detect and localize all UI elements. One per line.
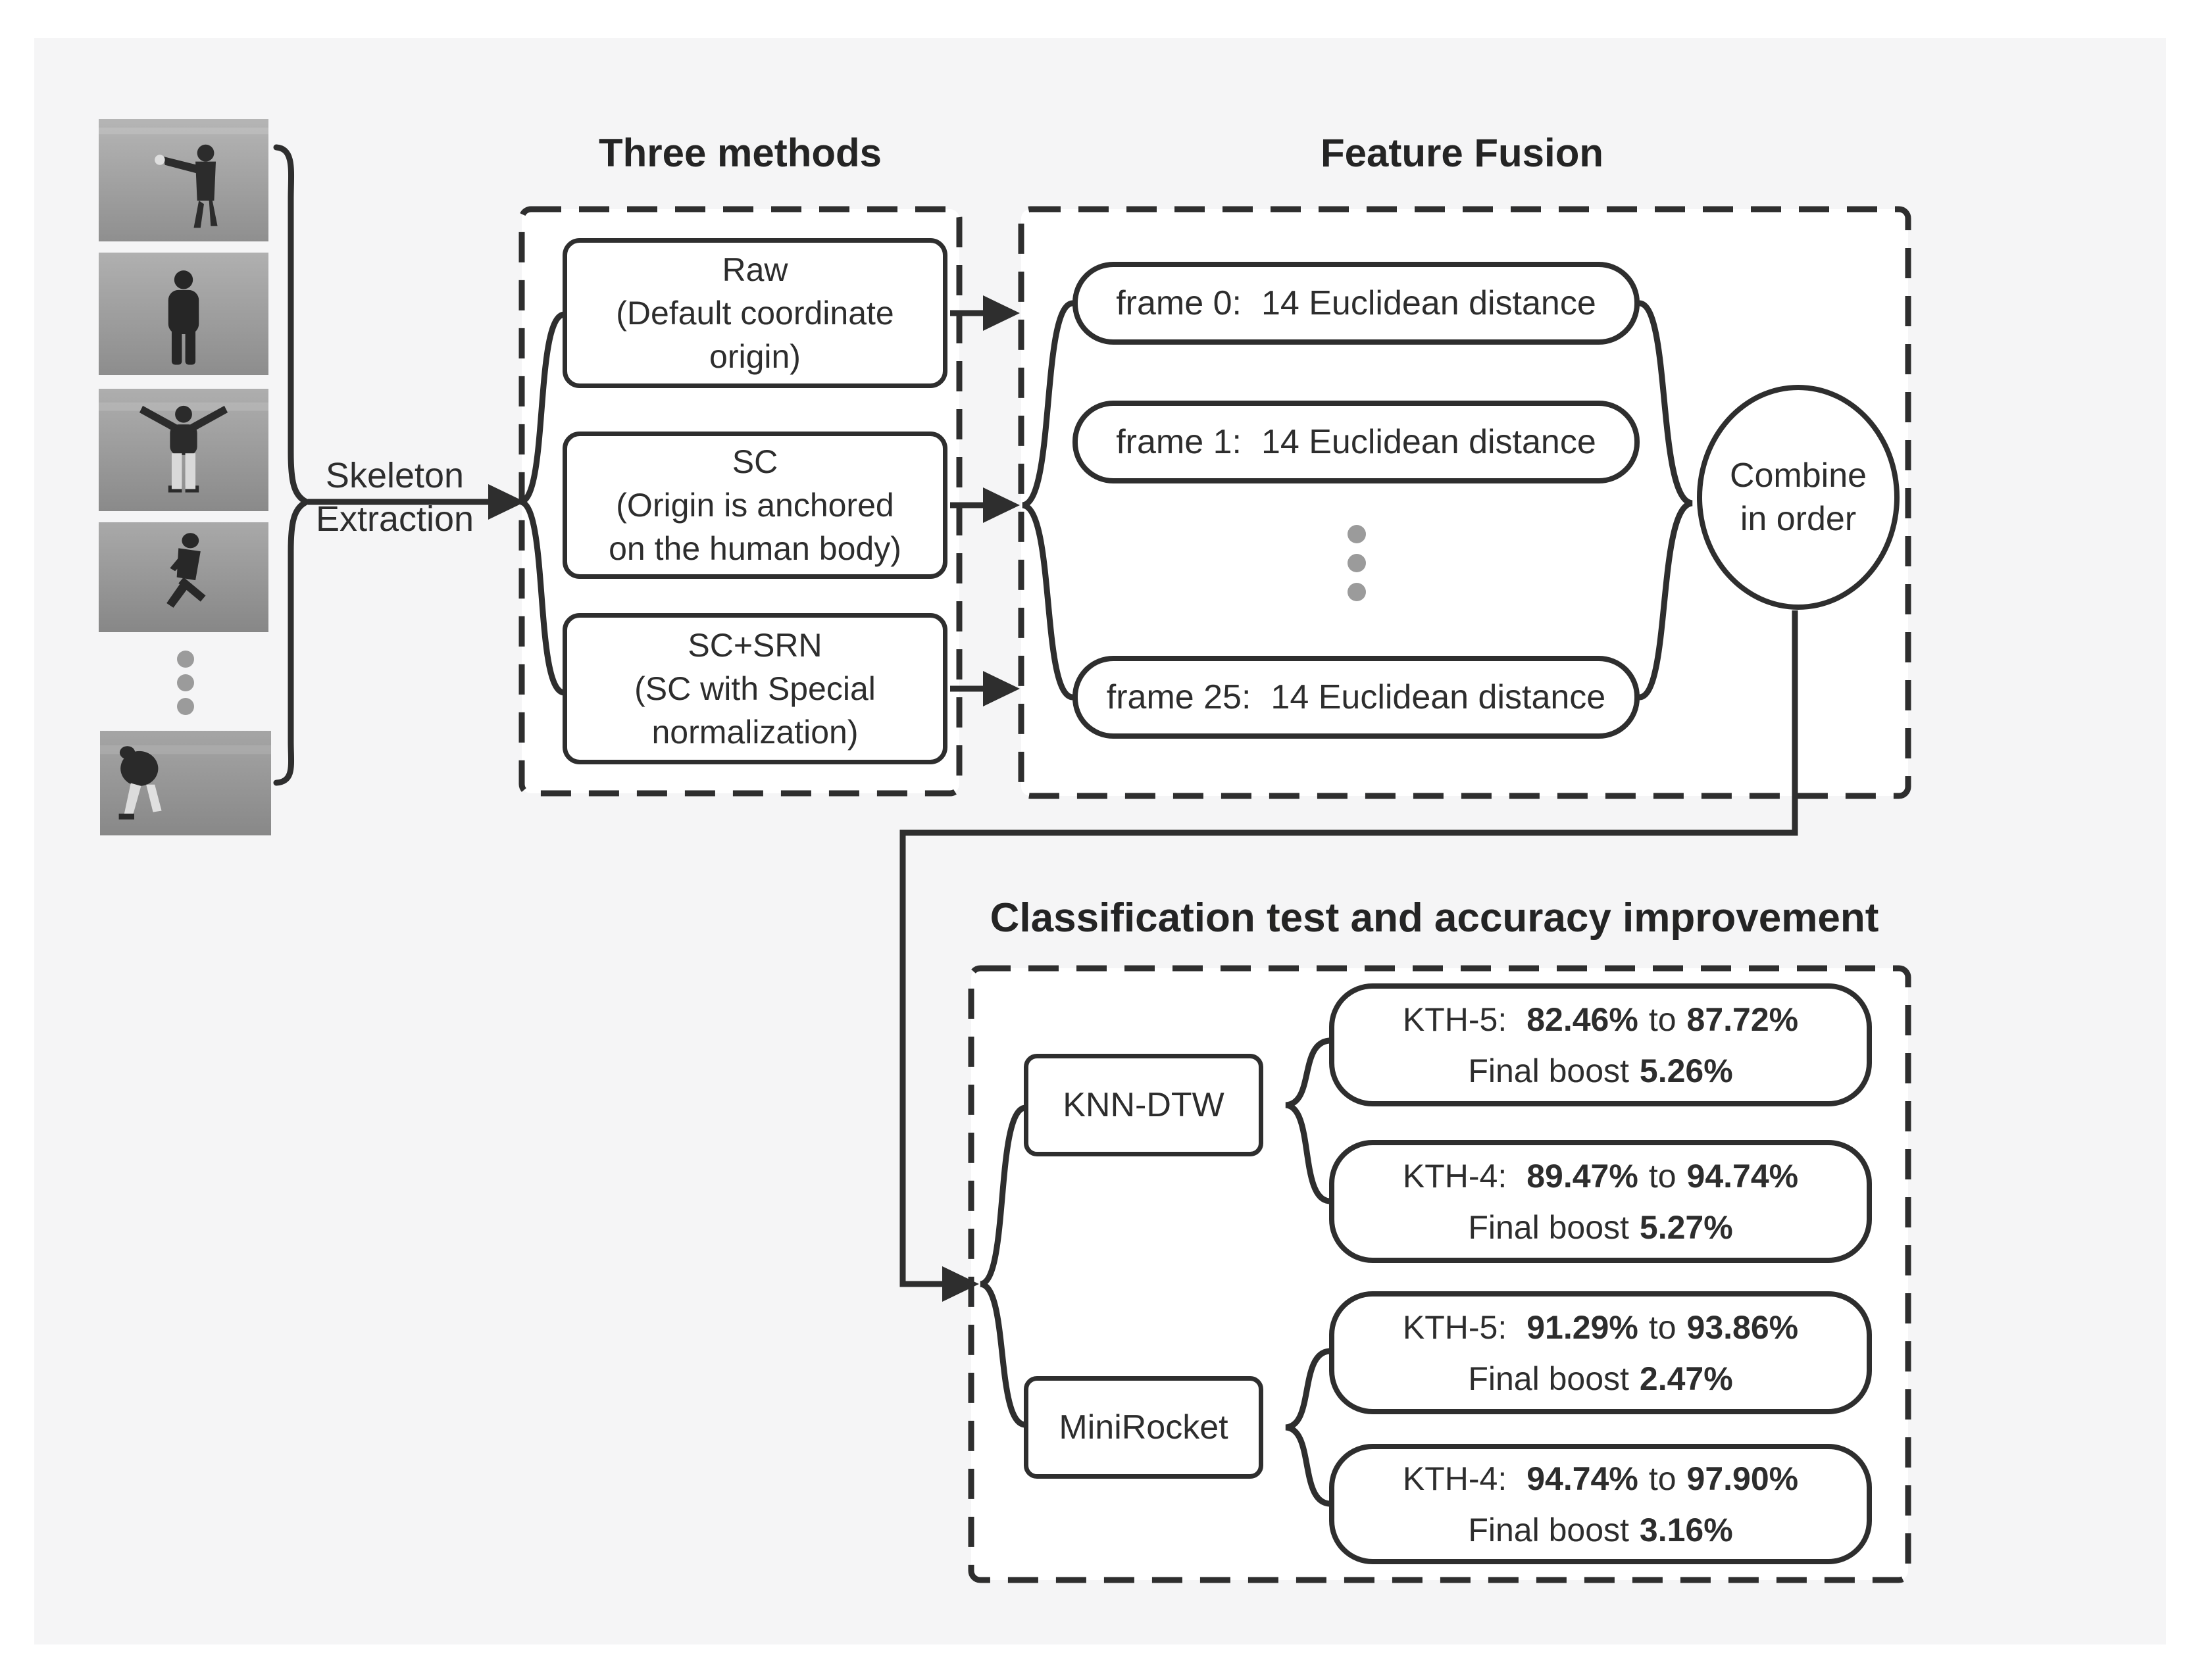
video-frame-1 — [99, 119, 268, 241]
combine-line1: Combine — [1729, 457, 1867, 495]
three-methods-title: Three methods — [598, 131, 882, 175]
result-knn-kth4-dataset: KTH-4: — [1402, 1157, 1507, 1195]
feature-fusion-dashed-box — [1018, 206, 1911, 799]
arrowhead-into-three-methods — [488, 484, 525, 520]
skeleton-extraction-line1: Skeleton — [325, 456, 465, 495]
frame-1-label: frame 1: — [1116, 423, 1242, 461]
raw-arrowhead — [983, 295, 1020, 331]
result-knn-kth5-dataset: KTH-5: — [1402, 1001, 1507, 1038]
arrowhead-into-classification — [942, 1266, 979, 1302]
minirocket-label: MiniRocket — [1059, 1408, 1228, 1446]
video-frames-brace — [273, 144, 314, 786]
feature-fusion-title: Feature Fusion — [1320, 131, 1604, 175]
video-frame-3 — [99, 389, 268, 511]
person-raising-arm-icon — [163, 144, 218, 228]
knn-dtw-results-brace — [1284, 1037, 1332, 1204]
sc-arrowhead — [983, 487, 1020, 523]
raw-line2: (Default coordinate — [616, 295, 894, 332]
sc-line1: SC — [732, 443, 778, 480]
sc-line2: (Origin is anchored — [616, 487, 894, 524]
frame-25-box: frame 25: 14 Euclidean distance — [1072, 656, 1640, 739]
combine-in-order-node: Combine in order — [1697, 385, 1900, 610]
method-box-sc-srn: SC+SRN (SC with Special normalization) — [563, 613, 947, 764]
vertical-ellipsis-icon-fusion — [1348, 525, 1366, 601]
frame-1-box: frame 1: 14 Euclidean distance — [1072, 401, 1640, 483]
feature-fusion-right-brace — [1636, 300, 1694, 701]
sc-line3: on the human body) — [609, 530, 901, 567]
person-running-icon — [166, 533, 206, 608]
scsrn-arrowhead — [983, 671, 1020, 706]
person-bending-icon — [118, 746, 162, 820]
frame-1-value: 14 Euclidean distance — [1261, 423, 1596, 461]
scsrn-line3: normalization) — [651, 714, 859, 751]
frame-25-label: frame 25: — [1106, 678, 1251, 716]
classifier-box-minirocket: MiniRocket — [1024, 1376, 1263, 1479]
combine-line2: in order — [1740, 500, 1857, 538]
three-methods-brace — [519, 311, 567, 696]
frame-0-box: frame 0: 14 Euclidean distance — [1072, 262, 1640, 345]
feature-fusion-left-brace — [1021, 300, 1076, 701]
skeleton-extraction-line2: Extraction — [315, 499, 474, 539]
scsrn-line1: SC+SRN — [688, 627, 822, 664]
result-mr-kth5-dataset: KTH-5: — [1402, 1308, 1507, 1346]
classifier-box-knn-dtw: KNN-DTW — [1024, 1054, 1263, 1156]
knn-dtw-label: KNN-DTW — [1063, 1086, 1224, 1124]
method-box-sc: SC (Origin is anchored on the human body… — [563, 432, 947, 579]
method-box-raw: Raw (Default coordinate origin) — [563, 238, 947, 388]
video-frame-5 — [100, 731, 271, 835]
vertical-ellipsis-icon-frames — [177, 651, 194, 715]
frame-0-value: 14 Euclidean distance — [1261, 284, 1596, 322]
minirocket-results-brace — [1285, 1348, 1332, 1507]
frame-0-label: frame 0: — [1116, 284, 1242, 322]
raw-line1: Raw — [722, 251, 788, 288]
combine-to-classification-connector — [899, 610, 1798, 1287]
result-mr-kth4-dataset: KTH-4: — [1402, 1460, 1507, 1497]
skeleton-extraction-label: Skeleton Extraction — [276, 454, 513, 541]
classification-left-brace — [979, 1104, 1028, 1428]
video-frame-2 — [99, 253, 268, 375]
video-frame-4 — [99, 522, 268, 632]
classification-title: Classification test and accuracy improve… — [990, 895, 1879, 941]
raw-line3: origin) — [709, 338, 801, 375]
frame-25-value: 14 Euclidean distance — [1271, 678, 1606, 716]
scsrn-line2: (SC with Special — [634, 670, 876, 707]
person-standing-icon — [168, 270, 199, 365]
